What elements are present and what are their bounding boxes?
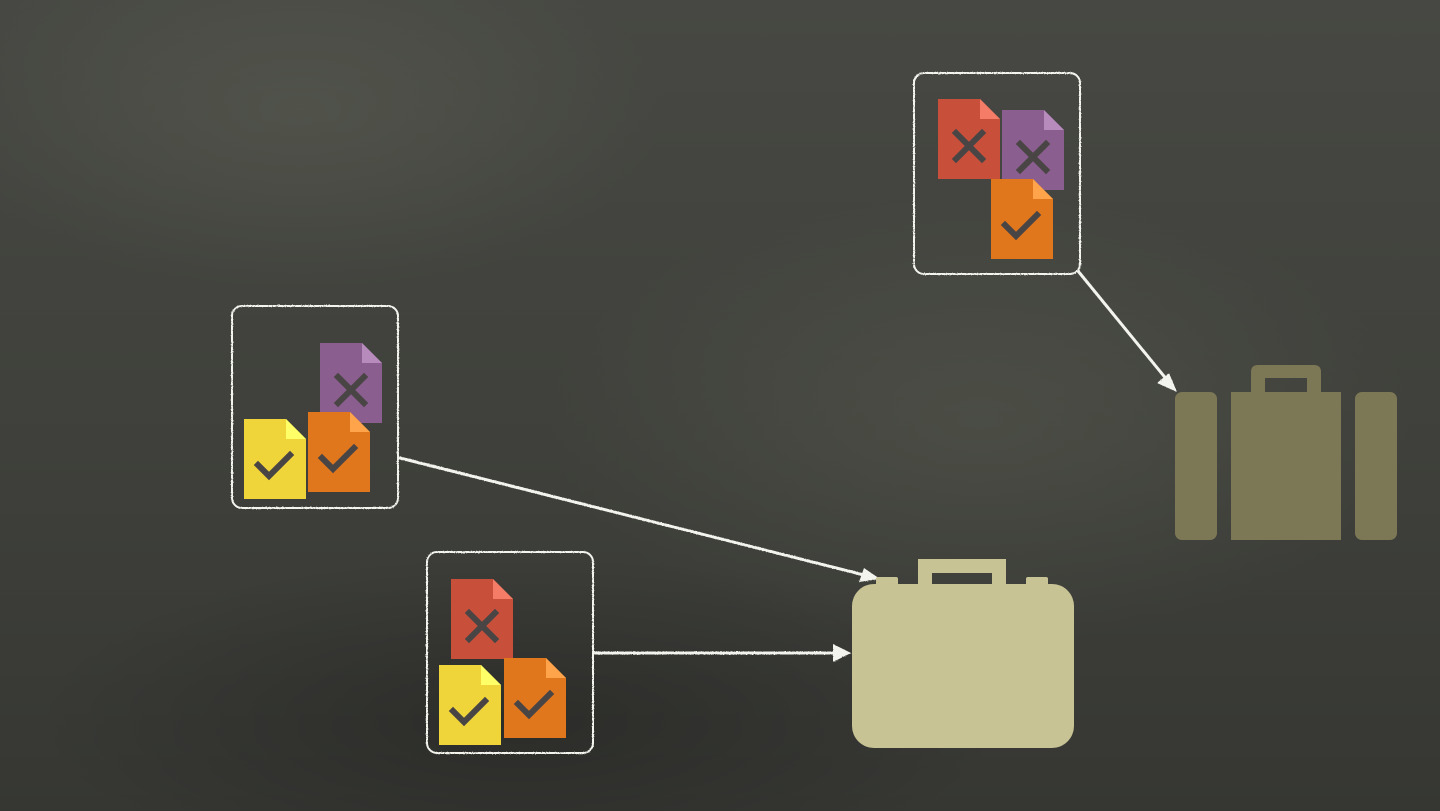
document-icon — [991, 179, 1053, 259]
x-mark-icon — [1015, 139, 1051, 175]
document-icon — [451, 579, 513, 659]
document-icon — [244, 419, 306, 499]
document-icon — [938, 99, 1000, 179]
checkmark-icon — [253, 450, 295, 481]
x-mark-icon — [333, 372, 369, 408]
document-icon — [308, 412, 370, 492]
checkmark-icon — [1000, 210, 1042, 241]
arrow-bottom-to-briefcase — [593, 644, 851, 662]
briefcase-icon — [852, 559, 1074, 748]
document-icon — [320, 343, 382, 423]
x-mark-icon — [951, 128, 987, 164]
checkmark-icon — [317, 443, 359, 474]
arrow-top-right-to-suitcase — [1076, 269, 1177, 392]
group-box-top-right — [913, 72, 1081, 275]
checkmark-icon — [513, 689, 555, 720]
arrow-left-to-briefcase — [398, 456, 880, 582]
x-mark-icon — [464, 608, 500, 644]
group-box-bottom — [426, 551, 594, 754]
suitcase-icon — [1175, 365, 1397, 540]
checkmark-icon — [448, 696, 490, 727]
document-icon — [439, 665, 501, 745]
document-icon — [504, 658, 566, 738]
document-icon — [1002, 110, 1064, 190]
group-box-left — [231, 305, 399, 509]
